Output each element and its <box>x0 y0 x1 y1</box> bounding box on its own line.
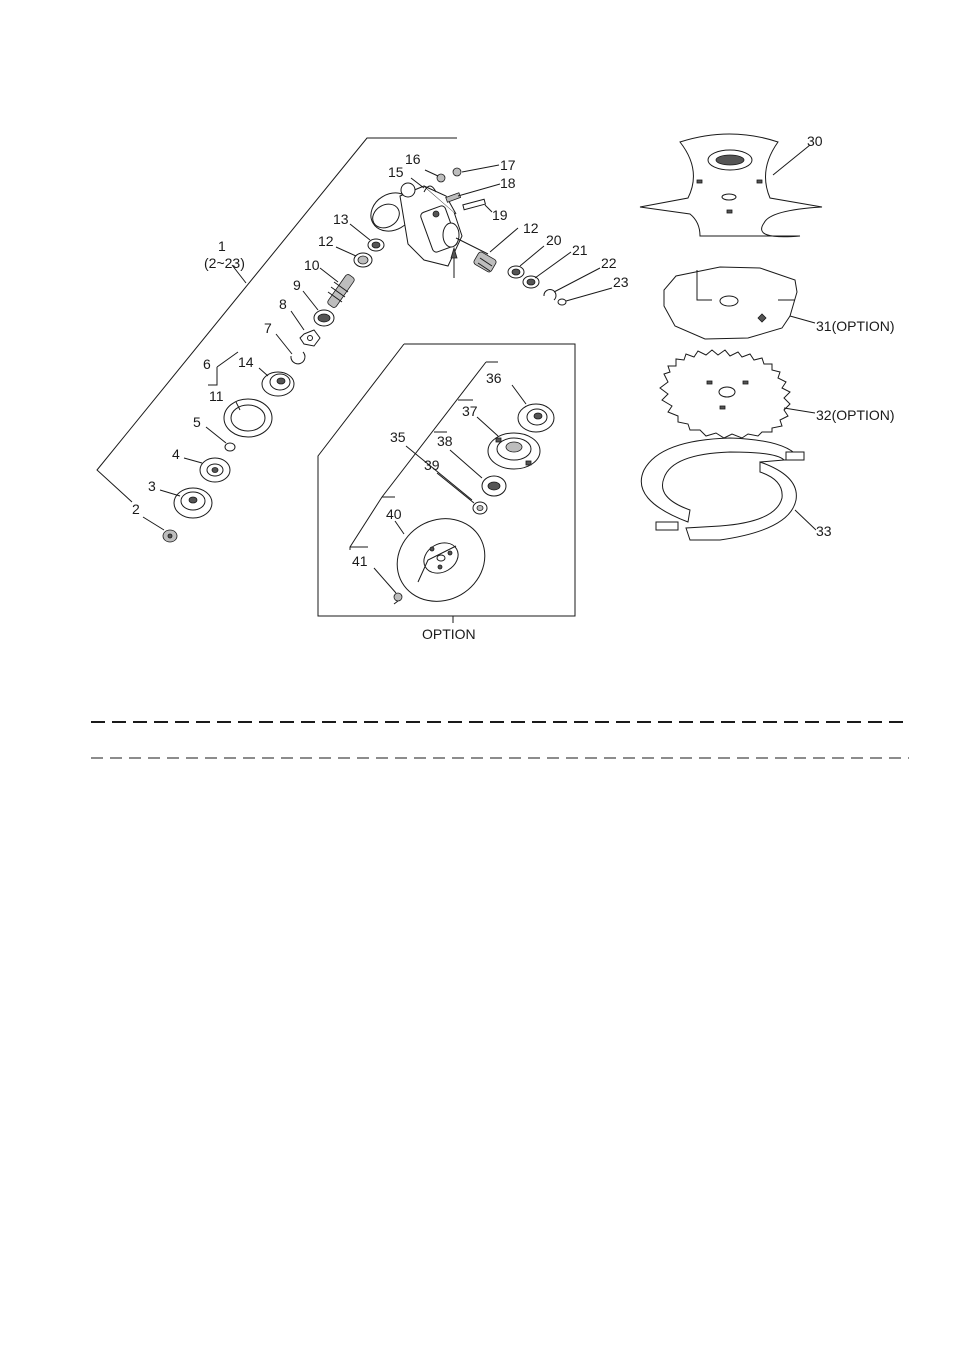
label-12b: 12 <box>523 220 539 236</box>
part-8-washer <box>300 330 320 346</box>
part-37-holder <box>488 433 540 469</box>
label-37: 37 <box>462 403 478 419</box>
label-10: 10 <box>304 257 320 273</box>
label-15: 15 <box>388 164 404 180</box>
label-32: 32(OPTION) <box>816 407 895 423</box>
label-4: 4 <box>172 446 180 462</box>
label-11: 11 <box>209 388 224 404</box>
part-11-cover <box>224 399 272 437</box>
part-12-bearing-upper <box>354 253 372 267</box>
label-39: 39 <box>424 457 440 473</box>
label-19: 19 <box>492 207 508 223</box>
label-40: 40 <box>386 506 402 522</box>
label-16: 16 <box>405 151 421 167</box>
part-7-snap-ring <box>291 352 305 364</box>
label-9: 9 <box>293 277 301 293</box>
label-36: 36 <box>486 370 502 386</box>
label-20: 20 <box>546 232 562 248</box>
label-7: 7 <box>264 320 272 336</box>
label-35: 35 <box>390 429 406 445</box>
part-19-bolt <box>463 199 486 210</box>
part-38-bearing <box>482 476 506 496</box>
label-38: 38 <box>437 433 453 449</box>
label-31: 31(OPTION) <box>816 318 895 334</box>
part-31-four-slot-blade <box>664 267 797 339</box>
part-21-bearing <box>523 276 539 288</box>
option-box-label: OPTION <box>422 626 476 642</box>
label-22: 22 <box>601 255 617 271</box>
part-13-bearing <box>368 239 384 251</box>
label-1: 1 <box>218 238 226 254</box>
part-12-output-shaft <box>473 251 497 273</box>
part-20-bearing <box>508 266 524 278</box>
part-9-bearing <box>314 310 334 326</box>
label-6: 6 <box>203 356 211 372</box>
label-41: 41 <box>352 553 368 569</box>
part-16-bolt <box>437 174 445 182</box>
label-30: 30 <box>807 133 823 149</box>
part-2-nut <box>163 530 177 542</box>
part-23-washer <box>558 299 566 305</box>
part-33-guard-band <box>641 438 804 540</box>
part-18-screw <box>446 193 461 202</box>
part-30-three-tooth-blade <box>640 134 822 237</box>
part-32-saw-blade <box>660 350 790 438</box>
label-33: 33 <box>816 523 832 539</box>
part-10-pinion-shaft <box>327 273 356 308</box>
label-3: 3 <box>148 478 156 494</box>
part-22-snap-ring <box>544 290 556 300</box>
label-1-range: (2~23) <box>204 255 245 271</box>
part-41-screw <box>394 593 402 604</box>
label-5: 5 <box>193 414 201 430</box>
part-17-bolt <box>453 168 461 176</box>
label-12a: 12 <box>318 233 334 249</box>
part-36-plate <box>518 404 554 432</box>
label-8: 8 <box>279 296 287 312</box>
part-39-collar <box>473 502 487 514</box>
label-13: 13 <box>333 211 349 227</box>
separator-lines <box>91 722 909 758</box>
label-23: 23 <box>613 274 629 290</box>
part-4-holder-plate <box>200 458 230 482</box>
part-5-o-ring <box>225 443 235 451</box>
label-18: 18 <box>500 175 516 191</box>
label-2: 2 <box>132 501 140 517</box>
part-3-fixing-cup <box>174 488 212 518</box>
label-21: 21 <box>572 242 588 258</box>
label-17: 17 <box>500 157 516 173</box>
label-14: 14 <box>238 354 254 370</box>
